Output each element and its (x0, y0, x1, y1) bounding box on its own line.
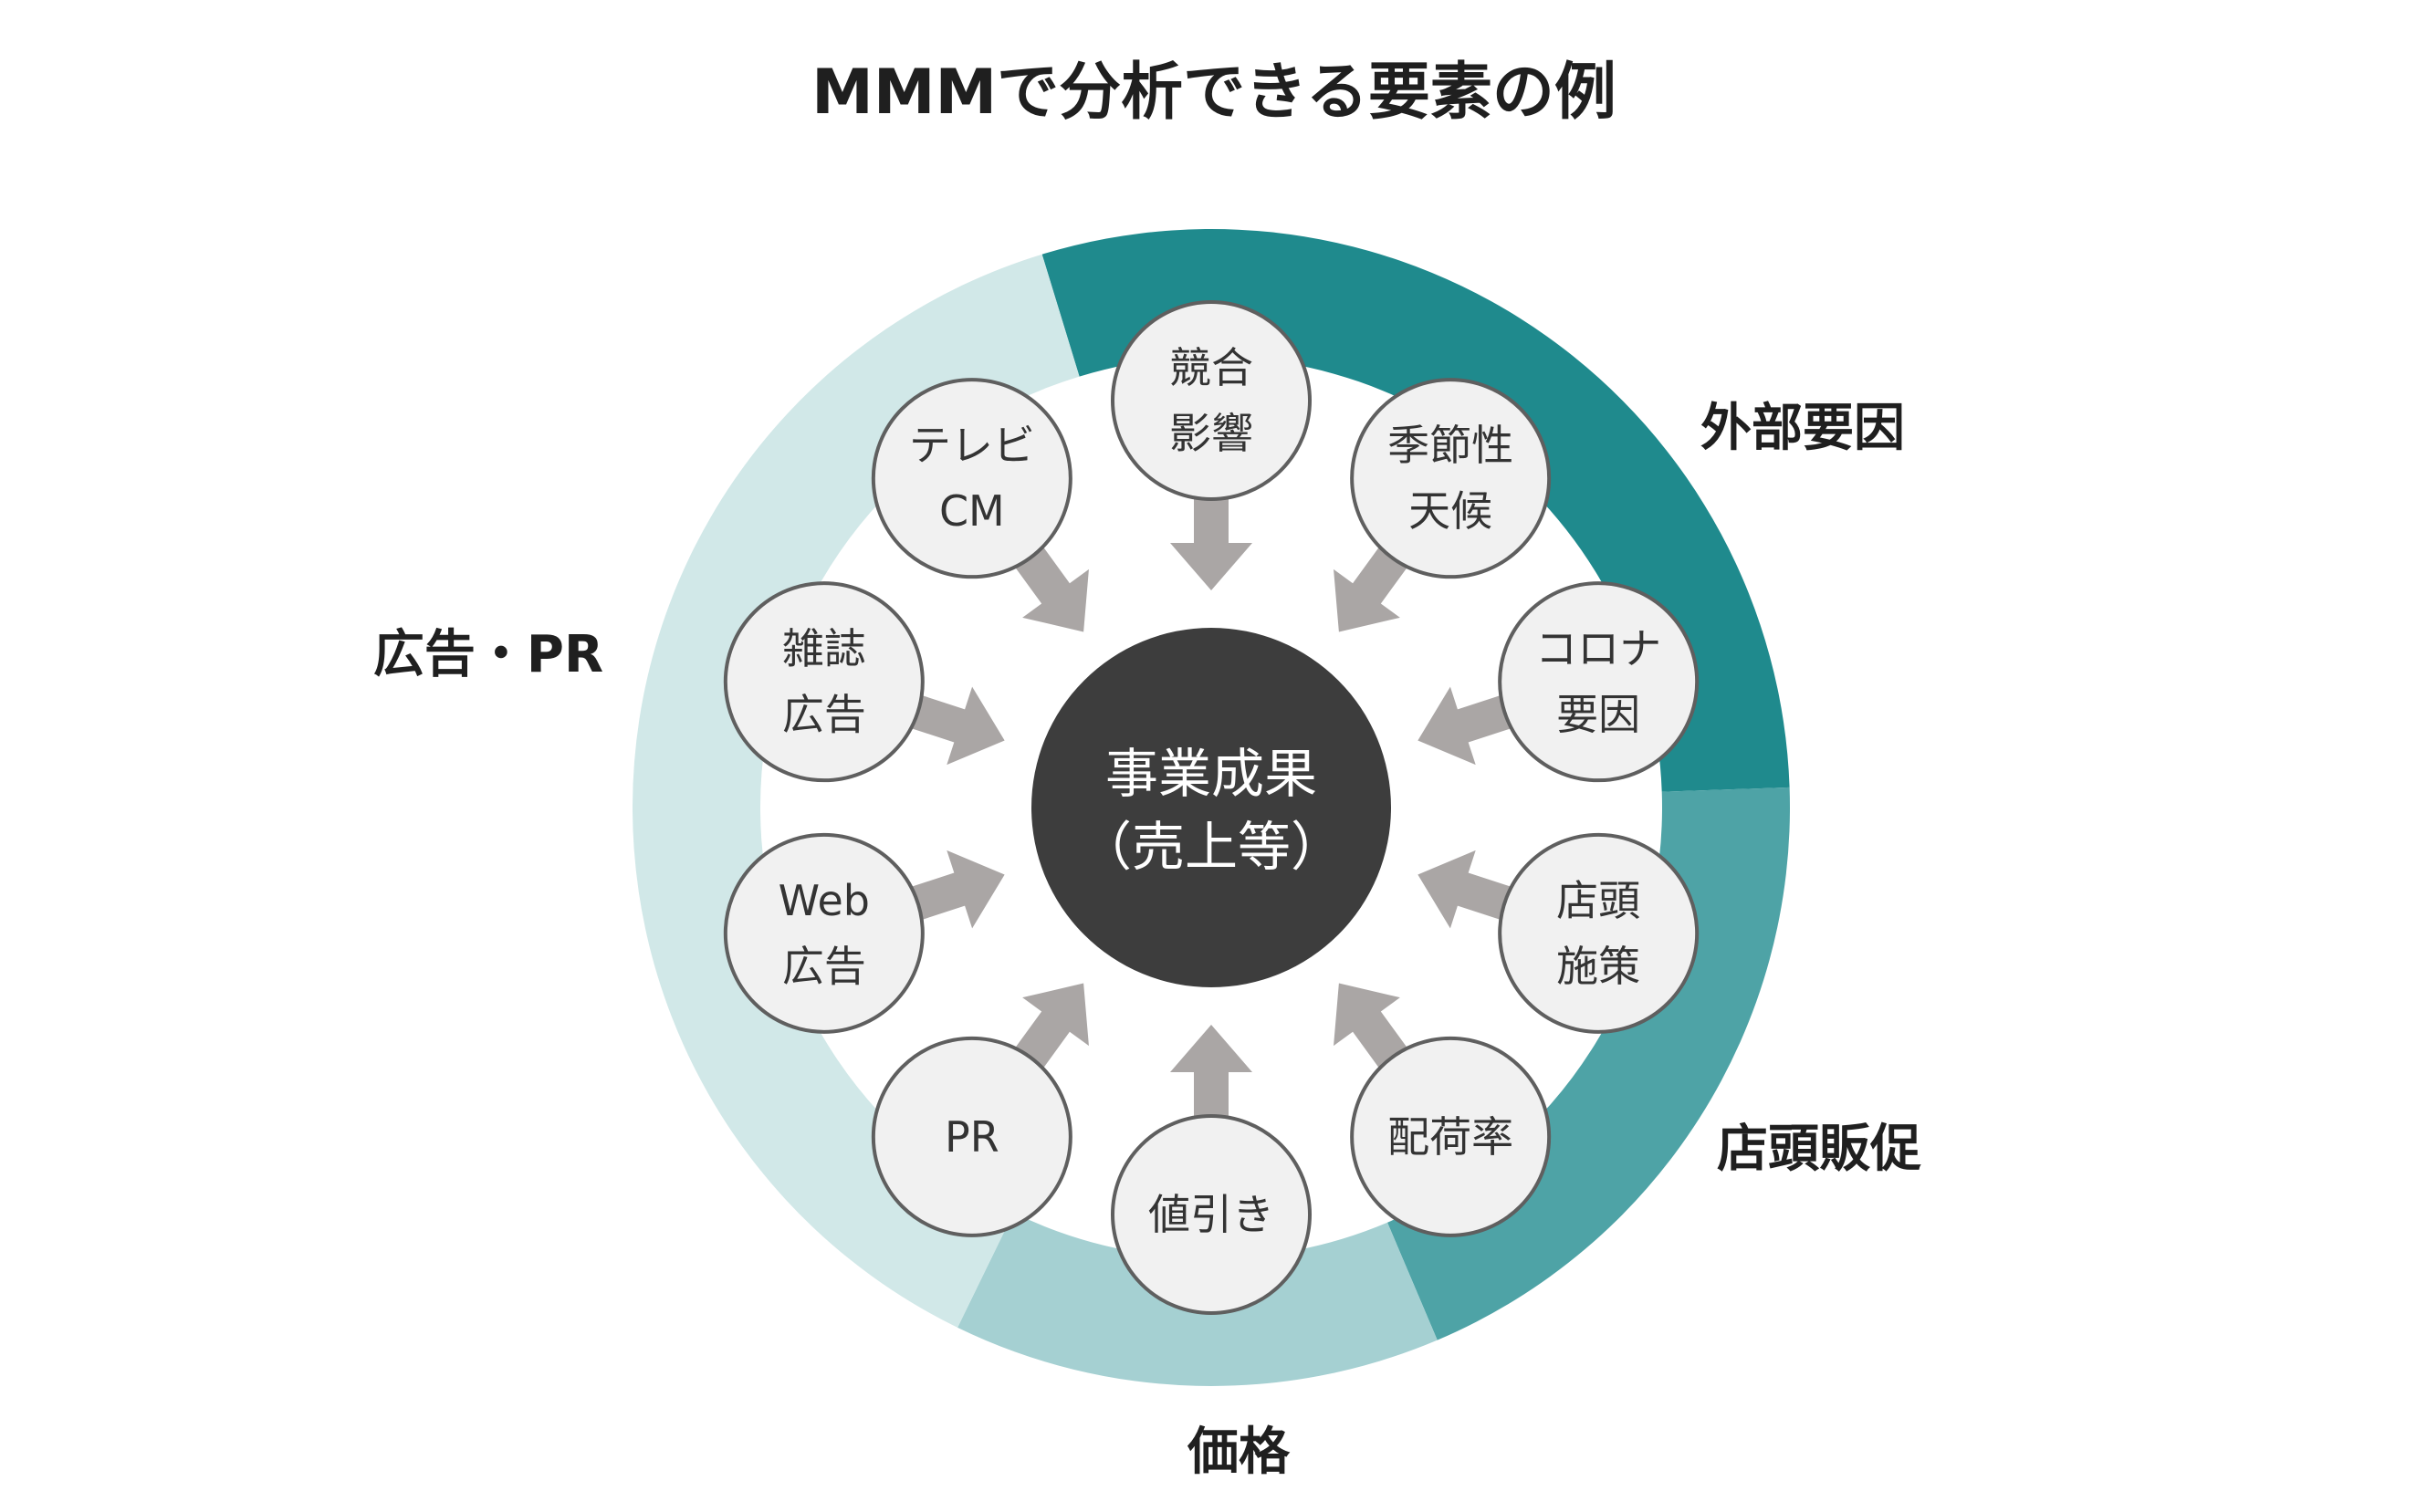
center-result: 事業成果 （売上等） (1031, 628, 1391, 987)
segment-label-price: 価格 (1187, 1423, 1291, 1482)
arrow-to-center-icon (1334, 983, 1409, 1070)
center-circle (1031, 628, 1391, 987)
factor-node-label: CM (939, 486, 1005, 536)
factor-node-label: 値引き (1148, 1190, 1274, 1239)
factor-node-circle (1498, 581, 1700, 783)
segment-advertising-pr (632, 254, 1080, 1328)
factor-node-label: 施策 (1556, 942, 1640, 991)
segment-label-external-factors: 外部要因 (1700, 399, 1905, 458)
factor-node: 配荷率 (1350, 1036, 1552, 1237)
factor-node-circle (1350, 1036, 1552, 1237)
factor-node-label: コロナ (1535, 624, 1661, 673)
factor-node-circle (1111, 1114, 1312, 1315)
arrow-to-center-icon (1417, 850, 1514, 929)
arrows-group (908, 495, 1514, 1120)
factor-node-label: PR (945, 1112, 999, 1162)
factor-node: Web 広告 (723, 832, 925, 1034)
arrow-to-center-icon (1170, 1025, 1252, 1120)
factor-node-circle (1498, 832, 1700, 1034)
factor-node-label: 店頭 (1556, 876, 1640, 925)
factor-node-label: Web (779, 876, 870, 925)
factor-node: テレビ CM (871, 378, 1072, 579)
arrow-to-center-icon (1170, 495, 1252, 590)
factor-nodes: 競合影響季節性天候コロナ要因店頭施策配荷率値引きPRWeb広告雑誌広告テレビCM (723, 300, 1700, 1315)
factor-node-circle (1350, 378, 1552, 579)
factor-node-label: 広告 (782, 942, 866, 991)
arrow-to-center-icon (908, 686, 1005, 766)
factor-node-label: 要因 (1556, 690, 1640, 739)
factor-node-label: 配荷率 (1387, 1112, 1513, 1162)
center-label-main: 事業成果 (1105, 743, 1317, 805)
segment-label-in-store-promotion: 店頭販促 (1717, 1120, 1921, 1179)
factor-node-label: テレビ (909, 421, 1035, 470)
factor-node-circle (1111, 300, 1312, 501)
arrow-to-center-icon (1013, 983, 1089, 1070)
arrow-to-center-icon (1417, 686, 1514, 766)
factor-node-label: 競合 (1169, 343, 1253, 392)
factor-node-label: 天候 (1408, 486, 1492, 536)
factor-node: PR (871, 1036, 1072, 1237)
factor-node-label: 広告 (782, 690, 866, 739)
page-title: MMMで分析できる要素の例 (811, 57, 1616, 129)
arrow-to-center-icon (908, 850, 1005, 929)
factor-node-circle (871, 1036, 1072, 1237)
factor-node-circle (871, 378, 1072, 579)
segment-label-advertising-pr: 広告・PR (373, 625, 603, 684)
segment-external-factors (1041, 228, 1790, 792)
factor-node: 値引き (1111, 1114, 1312, 1315)
factor-node-label: 影響 (1169, 409, 1253, 458)
factor-node-label: 季節性 (1387, 421, 1513, 470)
factor-node-label: 雑誌 (782, 624, 866, 673)
factor-node-circle (723, 832, 925, 1034)
factor-node-circle (723, 581, 925, 783)
arrow-to-center-icon (1334, 545, 1409, 632)
arrow-to-center-icon (1013, 545, 1089, 632)
center-label-sub: （売上等） (1079, 816, 1344, 878)
